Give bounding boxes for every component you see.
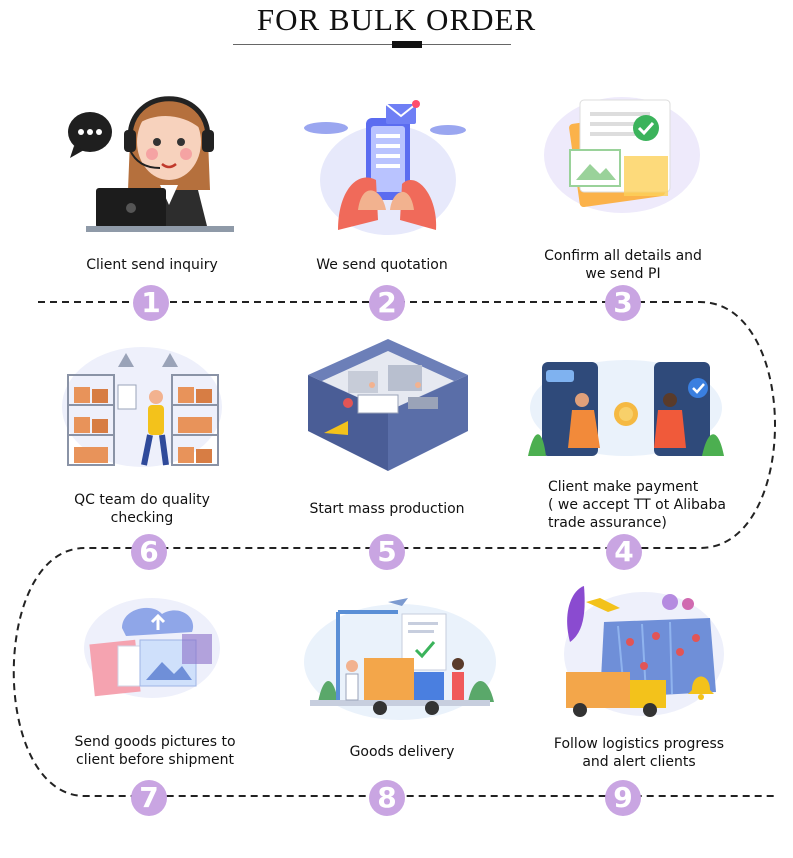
step-1-label: Client send inquiry [86,257,218,273]
step-6-badge: 6 [131,534,167,570]
step-3-label: Confirm all details and we send PI [544,248,702,282]
step-7-badge: 7 [131,780,167,816]
step-2-label: We send quotation [316,257,448,273]
payment-icon [528,360,724,456]
step-4-badge: 4 [606,534,642,570]
warehouse-qc-icon [62,347,222,467]
factory-icon [308,339,468,471]
step-1-badge: 1 [133,285,169,321]
step-9-label: Follow logistics progress and alert clie… [553,736,725,770]
step-6-label: QC team do quality checking [74,492,210,526]
step-8-badge: 8 [369,780,405,816]
title-rule [233,44,511,45]
step-9-badge: 9 [605,780,641,816]
cloud-pictures-icon [84,598,220,698]
document-confirm-icon [544,97,700,213]
step-4-label: Client make payment ( we accept TT ot Al… [548,479,726,531]
step-3-badge: 3 [605,285,641,321]
step-5-label: Start mass production [309,501,465,517]
logistics-map-icon [564,586,724,717]
step-5-badge: 5 [369,534,405,570]
title-rule-accent [392,41,422,48]
delivery-truck-icon [304,598,496,720]
customer-service-agent-icon [68,96,234,232]
step-2-badge: 2 [369,285,405,321]
step-7-label: Send goods pictures to client before shi… [74,734,236,768]
step-8-label: Goods delivery [349,744,455,760]
phone-quotation-icon [304,100,466,235]
page-title: FOR BULK ORDER [256,2,537,37]
